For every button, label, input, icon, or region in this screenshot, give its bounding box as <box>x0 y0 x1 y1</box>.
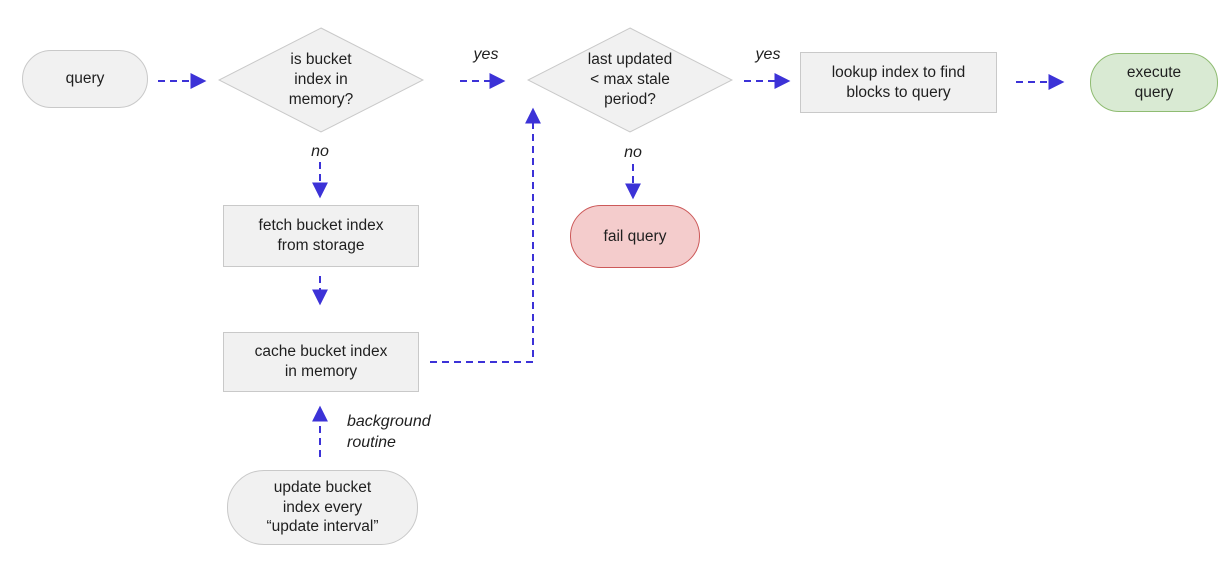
edge-label-stale-yes: yes <box>755 46 781 63</box>
node-query: query <box>22 50 148 108</box>
edge-label-memory-no: no <box>311 143 329 160</box>
node-lookup-index: lookup index to find blocks to query <box>800 52 997 113</box>
edge-label-memory-yes: yes <box>473 46 499 63</box>
node-lookup-index-label: lookup index to find blocks to query <box>831 63 966 101</box>
node-fetch-bucket-index: fetch bucket index from storage <box>223 205 419 267</box>
node-fail-query-label: fail query <box>603 227 667 245</box>
node-query-label: query <box>65 70 105 88</box>
node-execute-query: execute query <box>1090 53 1218 112</box>
node-fail-query: fail query <box>570 205 700 268</box>
diamond-shape-icon <box>527 27 733 133</box>
node-decision-last-updated: last updated < max stale period? <box>527 27 733 133</box>
node-execute-query-label: execute query <box>1126 63 1182 101</box>
node-cache-bucket-index-label: cache bucket index in memory <box>254 343 388 380</box>
node-decision-last-updated-label: last updated < max stale period? <box>587 51 673 108</box>
diamond-shape-icon <box>218 27 424 133</box>
node-fetch-bucket-index-label: fetch bucket index from storage <box>258 217 384 254</box>
edge-label-stale-no: no <box>624 144 642 161</box>
edge-cache-to-stale-check <box>430 107 541 363</box>
node-decision-bucket-index-in-memory: is bucket index in memory? <box>218 27 424 133</box>
node-update-bucket-index: update bucket index every “update interv… <box>227 470 418 545</box>
node-cache-bucket-index: cache bucket index in memory <box>223 332 419 392</box>
edge-label-background-routine: background routine <box>347 413 431 452</box>
node-decision-bucket-index-label: is bucket index in memory? <box>288 51 354 108</box>
node-update-bucket-index-label: update bucket index every “update interv… <box>266 478 379 536</box>
